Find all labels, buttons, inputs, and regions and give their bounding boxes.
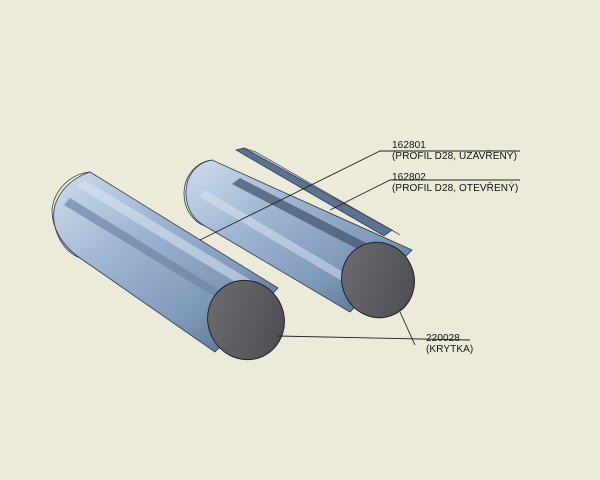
leader-lines (199, 150, 520, 346)
callout-162801: 162801 (PROFIL D28, UZAVŘENÝ) (392, 140, 517, 162)
callout-162801-number: 162801 (392, 140, 426, 151)
callout-220028-number: 220028 (426, 333, 460, 344)
leader-162802 (329, 179, 520, 211)
open-profile-cap (341, 241, 415, 319)
leader-220028 (277, 335, 471, 341)
closed-profile-groove (64, 198, 255, 318)
callout-162802-description: (PROFIL D28, OTEVŘENÝ) (392, 183, 519, 194)
open-profile-slot (232, 178, 395, 265)
callout-162802: 162802 (PROFIL D28, OTEVŘENÝ) (392, 172, 518, 194)
closed-profile (51, 171, 285, 361)
closed-profile-back-end (51, 171, 91, 259)
callout-220028-description: (KRYTKA) (426, 344, 474, 355)
open-profile (183, 147, 415, 319)
leader-220028-b (399, 311, 416, 346)
callout-162802-number: 162802 (392, 172, 426, 183)
callout-220028: 220028 (KRYTKA) (426, 333, 473, 355)
open-profile-back-end (183, 159, 213, 227)
open-profile-highlight (198, 190, 360, 288)
leader-162801 (199, 150, 520, 241)
callout-162801-description: (PROFIL D28, UZAVŘENÝ) (392, 151, 517, 162)
closed-profile-highlight (76, 180, 270, 298)
open-profile-rail-top (243, 147, 401, 236)
closed-profile-cap (207, 279, 285, 361)
